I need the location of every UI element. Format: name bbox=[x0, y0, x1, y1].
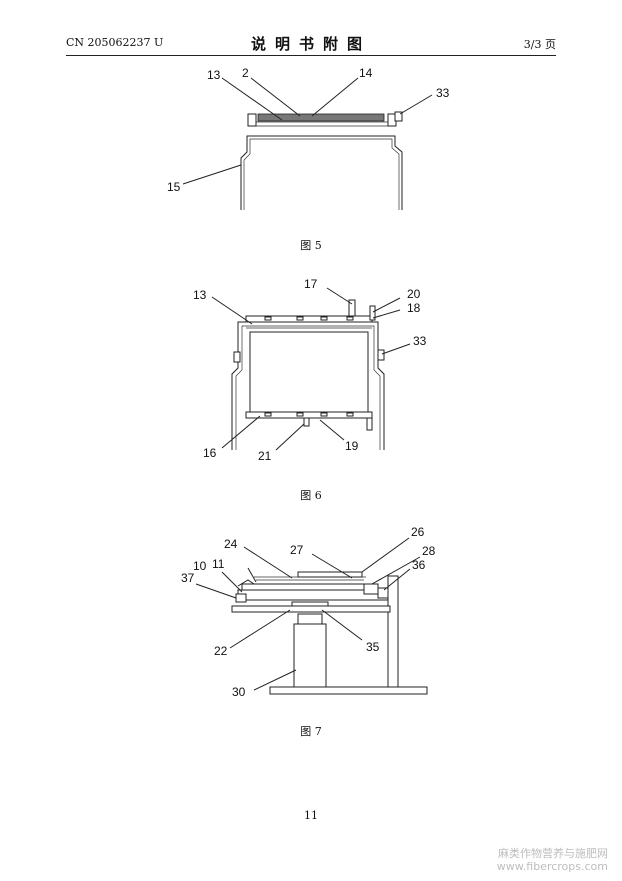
watermark: 麻类作物营养与施肥网 www.fibercrops.com bbox=[497, 847, 608, 873]
housing bbox=[231, 321, 385, 450]
outlet-pipe bbox=[303, 417, 310, 427]
fig5-label-14: 14 bbox=[359, 66, 373, 80]
watermark-line-2: www.fibercrops.com bbox=[496, 860, 608, 873]
fig7-label-24: 24 bbox=[224, 537, 238, 551]
watermark-line-1: 麻类作物营养与施肥网 bbox=[498, 847, 608, 860]
header-divider bbox=[66, 55, 556, 56]
inlet-pipe bbox=[348, 299, 356, 317]
fig6-label-33: 33 bbox=[413, 334, 427, 348]
figure-6-caption: 图 6 bbox=[300, 489, 322, 502]
fig6-label-21: 21 bbox=[258, 449, 272, 463]
fig5-label-13: 13 bbox=[207, 68, 221, 82]
table-plate bbox=[231, 605, 391, 613]
page-counter: 3/3 页 bbox=[523, 38, 556, 51]
nozzles bbox=[264, 316, 354, 417]
fig7-label-30: 30 bbox=[232, 685, 246, 699]
fig6-label-20: 20 bbox=[407, 287, 421, 301]
slide-rail bbox=[297, 571, 363, 578]
page-title: 说明书附图 bbox=[250, 35, 371, 53]
support-column bbox=[293, 623, 327, 688]
fig6-label-13: 13 bbox=[193, 288, 207, 302]
patent-number: CN 205062237 U bbox=[66, 36, 164, 49]
fig7-label-36: 36 bbox=[412, 558, 426, 572]
page-number: 11 bbox=[304, 809, 318, 822]
figure-6-drawing: 17 20 18 13 33 16 21 19 bbox=[193, 277, 427, 463]
fig6-label-17: 17 bbox=[304, 277, 318, 291]
inner-chamber bbox=[249, 331, 369, 413]
mesh-plate bbox=[257, 113, 385, 122]
fig7-label-26: 26 bbox=[411, 525, 425, 539]
tray-body bbox=[240, 135, 403, 210]
fig5-label-15: 15 bbox=[167, 180, 181, 194]
fig6-label-16: 16 bbox=[203, 446, 217, 460]
side-pipe bbox=[369, 305, 376, 321]
fig5-label-2: 2 bbox=[242, 66, 249, 80]
fig7-label-35: 35 bbox=[366, 640, 380, 654]
fig7-label-27: 27 bbox=[290, 543, 304, 557]
fig7-label-11: 11 bbox=[212, 557, 225, 571]
fig6-label-18: 18 bbox=[407, 301, 421, 315]
figure-7-caption: 图 7 bbox=[300, 725, 322, 738]
figure-7-drawing: 26 24 27 28 10 11 36 37 22 35 30 bbox=[181, 525, 436, 699]
fig7-label-28: 28 bbox=[422, 544, 436, 558]
fig7-label-22: 22 bbox=[214, 644, 228, 658]
fig7-label-10: 10 bbox=[193, 559, 207, 573]
fig6-label-19: 19 bbox=[345, 439, 359, 453]
fig5-label-33: 33 bbox=[436, 86, 450, 100]
figure-5-drawing: 13 2 14 33 15 bbox=[167, 66, 450, 210]
base-plate bbox=[269, 686, 428, 695]
fig7-label-37: 37 bbox=[181, 571, 195, 585]
right-post bbox=[387, 575, 399, 688]
figure-5-caption: 图 5 bbox=[300, 239, 322, 252]
